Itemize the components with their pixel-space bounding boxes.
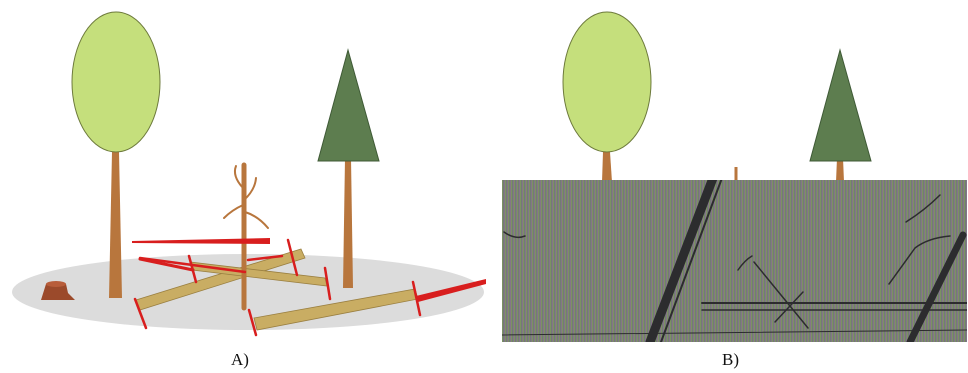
dead-snag-icon <box>223 162 269 311</box>
scan-overlay <box>502 180 967 342</box>
stump-icon <box>41 281 75 300</box>
conifer-tree-icon <box>317 48 380 288</box>
panel-a <box>12 11 486 337</box>
panel-b-label: B) <box>722 350 739 369</box>
ground-plot-ellipse <box>12 254 484 330</box>
conifer-tree-icon <box>809 48 872 182</box>
fallen-log-icon <box>135 248 419 331</box>
panel-b <box>502 11 967 342</box>
panel-a-label: A) <box>231 350 249 369</box>
deciduous-tree-icon <box>562 11 652 182</box>
transect-line-icon <box>132 238 486 337</box>
deciduous-tree-icon <box>71 11 161 298</box>
